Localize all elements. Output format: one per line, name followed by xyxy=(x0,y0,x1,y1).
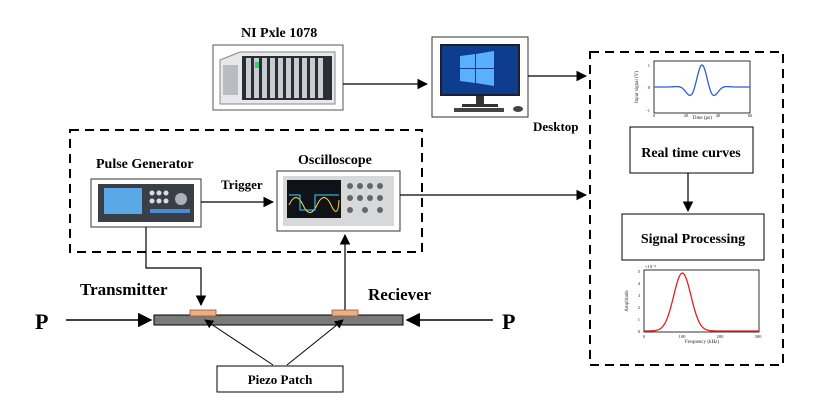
transmitter-label: Transmitter xyxy=(80,280,168,299)
pointer-piezo-left xyxy=(204,319,274,366)
trigger-label: Trigger xyxy=(221,177,263,192)
receiver-label: Reciever xyxy=(368,285,432,304)
real-time-curves-box xyxy=(629,126,754,174)
time-signal-curve xyxy=(654,64,750,97)
oscilloscope-image xyxy=(276,170,401,232)
signal-processing-label: Signal Processing xyxy=(641,232,745,247)
measurement-dashed-box xyxy=(69,129,423,253)
time-chart-xtick: 60 xyxy=(748,113,753,118)
time-signal-chart: Input signal (V) Time (μs) 1 0 -1 0 20 4… xyxy=(635,60,753,121)
beam xyxy=(153,314,404,326)
time-chart-ytick: 0 xyxy=(648,85,651,90)
freq-chart-ytick: 3 xyxy=(638,293,641,298)
time-chart-xlabel: Time (μs) xyxy=(692,116,712,121)
ni-label: NI Pxle 1078 xyxy=(241,26,317,41)
freq-chart-xtick: 200 xyxy=(717,334,725,339)
freq-chart-ytick: 5 xyxy=(638,269,641,274)
time-chart-ytick: 1 xyxy=(648,63,650,68)
time-chart-ytick: -1 xyxy=(646,108,650,113)
time-chart-xtick: 40 xyxy=(716,113,721,118)
freq-chart-frame xyxy=(643,269,760,333)
freq-chart-ytick: 4 xyxy=(638,281,641,286)
load-p-left-label: P xyxy=(35,309,48,334)
freq-chart-xtick: 100 xyxy=(679,334,687,339)
frequency-chart: Amplitude Frequency (kHz) ×10⁻⁴ 0 1 2 3 … xyxy=(625,264,762,345)
freq-chart-xtick: 0 xyxy=(643,334,646,339)
piezo-patch-label: Piezo Patch xyxy=(248,372,313,387)
freq-chart-xtick: 300 xyxy=(755,334,763,339)
pulse-generator-image xyxy=(90,178,202,228)
piezo-patch-box xyxy=(216,365,344,393)
pointer-piezo-right xyxy=(286,319,344,366)
piezo-patch-transmitter xyxy=(189,309,217,317)
pulse-generator-label: Pulse Generator xyxy=(96,157,194,172)
freq-chart-ytick: 0 xyxy=(638,329,641,334)
freq-chart-xlabel: Frequency (kHz) xyxy=(685,340,719,345)
time-chart-xtick: 0 xyxy=(653,113,656,118)
time-chart-xtick: 20 xyxy=(684,113,689,118)
desktop-computer-image xyxy=(431,36,529,118)
oscilloscope-label: Oscilloscope xyxy=(298,153,372,168)
desktop-dashed-box xyxy=(589,51,784,366)
signal-processing-box xyxy=(621,213,765,261)
time-chart-ylabel: Input signal (V) xyxy=(635,71,640,103)
freq-chart-exponent: ×10⁻⁴ xyxy=(645,264,656,269)
freq-chart-ylabel: Amplitude xyxy=(625,290,630,312)
load-p-right-label: P xyxy=(502,309,515,334)
freq-chart-ytick: 2 xyxy=(638,305,640,310)
desktop-label: Desktop xyxy=(533,119,579,134)
wire-generator-to-transmitter xyxy=(145,227,207,307)
freq-chart-ytick: 1 xyxy=(638,317,640,322)
real-time-curves-label: Real time curves xyxy=(641,146,741,161)
frequency-spectrum-curve xyxy=(644,272,759,332)
ni-pxie-chassis-image xyxy=(212,44,344,111)
piezo-patch-receiver xyxy=(331,309,359,317)
